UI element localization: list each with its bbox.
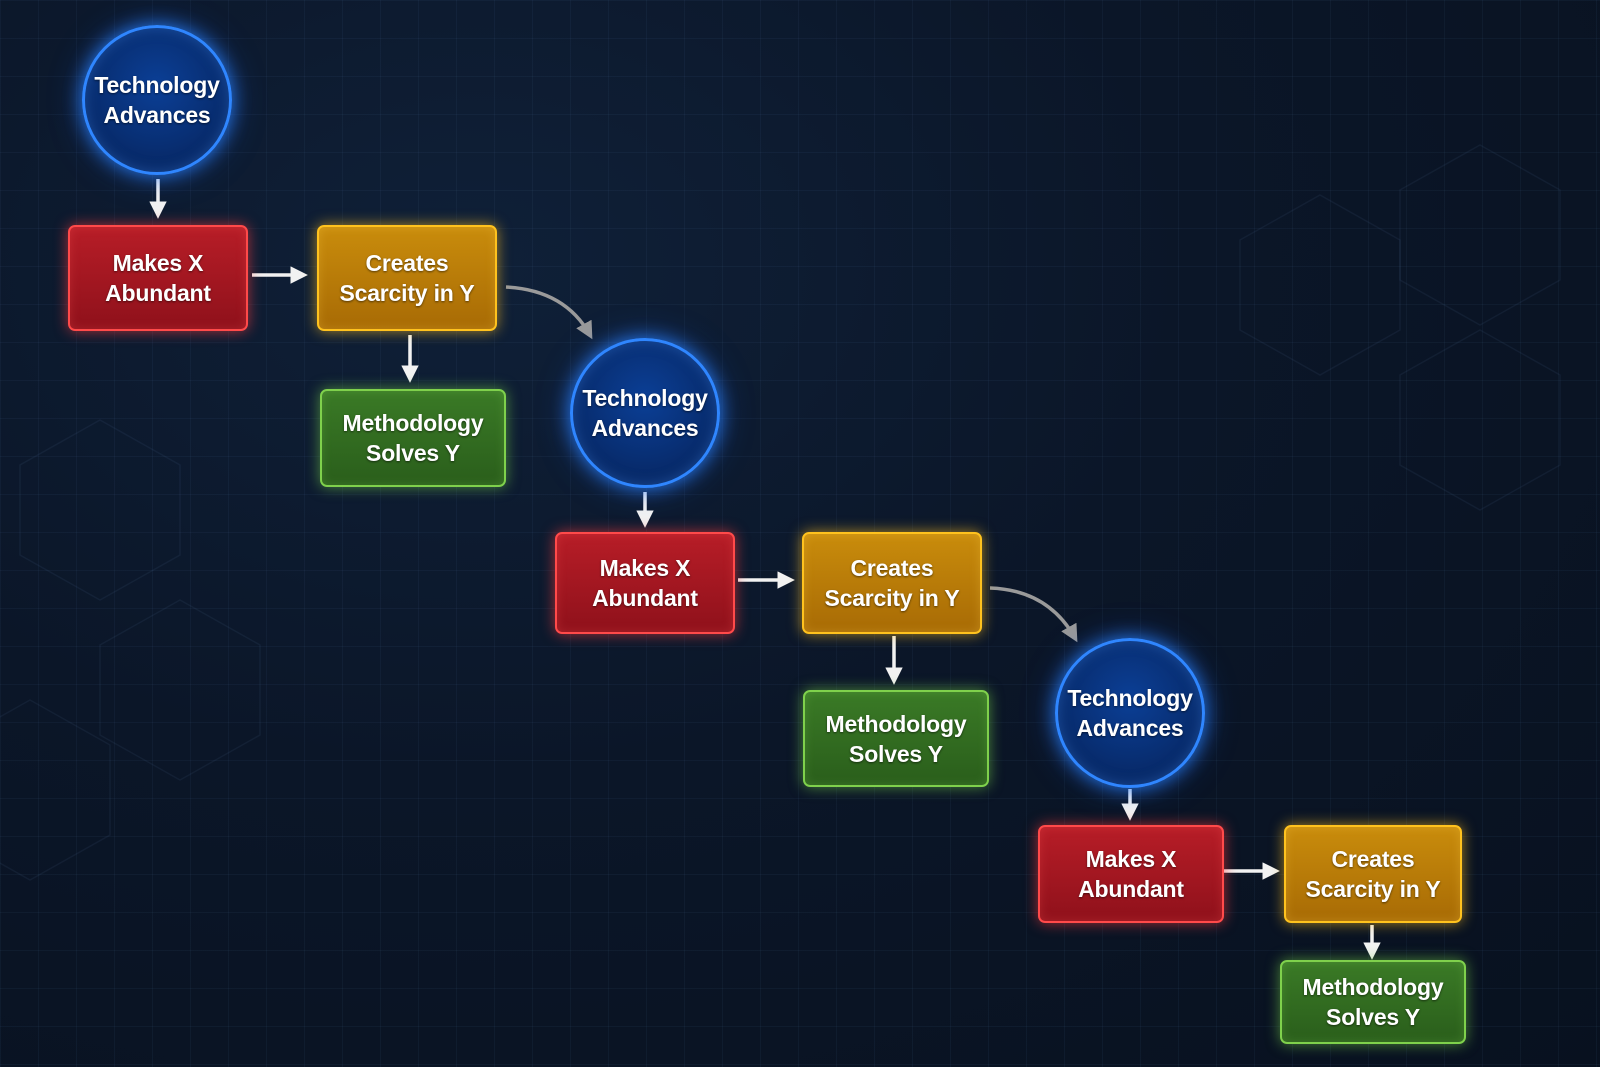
node-label-line: Technology: [1067, 685, 1193, 711]
curved-arrow-to-tech-2: [505, 285, 593, 340]
node-label-line: Methodology: [825, 710, 967, 737]
node-label-line: Creates: [850, 555, 934, 581]
makes-x-abundant-node-3: Makes X Abundant: [1038, 825, 1224, 923]
node-label-line: Abundant: [592, 585, 698, 611]
node-label-line: Advances: [103, 102, 211, 128]
node-label-line: Makes X: [112, 250, 204, 276]
node-label-line: Solves Y: [1326, 1004, 1420, 1030]
makes-x-abundant-node-2: Makes X Abundant: [555, 532, 735, 634]
node-label-line: Abundant: [1078, 876, 1184, 902]
node-label-line: Scarcity in Y: [824, 585, 960, 611]
node-label-line: Advances: [1076, 715, 1184, 741]
node-label-line: Solves Y: [366, 440, 460, 466]
node-label-line: Creates: [1331, 846, 1415, 872]
node-label-line: Creates: [365, 250, 449, 276]
node-label-line: Solves Y: [849, 740, 943, 767]
node-label-line: Technology: [582, 385, 708, 411]
node-label-line: Advances: [591, 415, 699, 441]
node-label-line: Methodology: [1302, 974, 1444, 1000]
node-label-line: Scarcity in Y: [339, 280, 475, 306]
curved-arrow-to-tech-3: [989, 586, 1078, 643]
node-label-line: Makes X: [1085, 846, 1177, 872]
node-label-line: Abundant: [105, 280, 211, 306]
node-label-line: Scarcity in Y: [1305, 876, 1441, 902]
node-label-line: Technology: [94, 72, 220, 98]
node-label-line: Methodology: [342, 410, 484, 436]
makes-x-abundant-node-1: Makes X Abundant: [68, 225, 248, 331]
node-label-line: Makes X: [599, 555, 691, 581]
